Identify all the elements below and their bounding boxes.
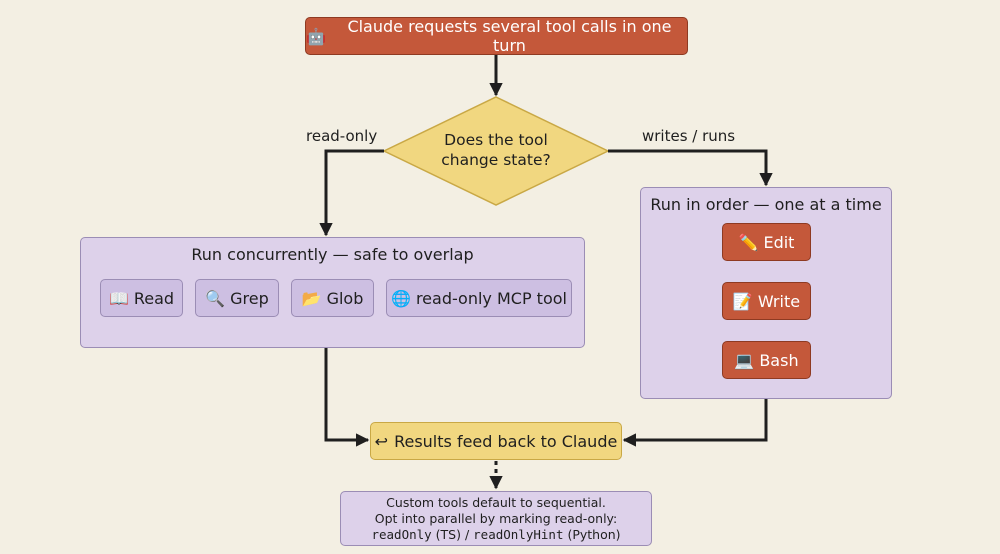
top-node-label: Claude requests several tool calls in on… bbox=[347, 17, 672, 55]
note-line-1: Custom tools default to sequential. bbox=[386, 494, 606, 510]
magnifier-icon: 🔍 bbox=[205, 288, 226, 308]
globe-icon: 🌐 bbox=[391, 288, 411, 308]
note-code-readonlyhint: readOnlyHint bbox=[473, 526, 564, 542]
arrow-concurrent-to-results bbox=[324, 348, 370, 447]
decision-diamond bbox=[382, 96, 610, 206]
note-code-readonly: readOnly bbox=[371, 526, 432, 542]
arrow-sequential-to-results bbox=[622, 399, 768, 447]
arrow-read-only-branch bbox=[319, 149, 384, 237]
decision-line-2: change state? bbox=[441, 151, 551, 169]
note-line-2: Opt into parallel by marking read-only: bbox=[374, 510, 618, 526]
edge-label-read-only: read-only bbox=[306, 127, 378, 145]
step-bash: 💻 Bash bbox=[722, 341, 811, 379]
tool-grep-label: Grep bbox=[230, 288, 269, 308]
arrow-writes-branch bbox=[608, 149, 773, 187]
tool-grep: 🔍 Grep bbox=[195, 279, 279, 317]
top-node: 🤖 Claude requests several tool calls in … bbox=[305, 17, 688, 55]
results-node: ↩ Results feed back to Claude bbox=[370, 422, 622, 460]
step-bash-label: Bash bbox=[759, 350, 799, 370]
step-edit-label: Edit bbox=[763, 232, 795, 252]
pencil-icon: ✏️ bbox=[738, 232, 759, 252]
edge-label-writes-runs: writes / runs bbox=[642, 127, 736, 145]
note-line-3: readOnly (TS) / readOnlyHint (Python) bbox=[371, 527, 620, 543]
memo-icon: 📝 bbox=[732, 291, 753, 311]
folder-icon: 📂 bbox=[301, 288, 322, 308]
return-arrow-icon: ↩ bbox=[374, 431, 389, 451]
step-write-label: Write bbox=[757, 291, 801, 311]
tool-glob: 📂 Glob bbox=[291, 279, 374, 317]
robot-icon: 🤖 bbox=[306, 26, 326, 46]
tool-mcp-label: read-only MCP tool bbox=[415, 288, 567, 308]
step-write: 📝 Write bbox=[722, 282, 811, 320]
results-label: Results feed back to Claude bbox=[394, 431, 618, 451]
laptop-icon: 💻 bbox=[734, 350, 755, 370]
tool-read-label: Read bbox=[133, 288, 175, 308]
tool-read-only-mcp: 🌐 read-only MCP tool bbox=[386, 279, 572, 317]
concurrent-panel-title: Run concurrently — safe to overlap bbox=[191, 245, 474, 264]
decision-label: Does the tool change state? bbox=[420, 130, 572, 170]
book-icon: 📖 bbox=[108, 288, 129, 308]
sequential-panel-title: Run in order — one at a time bbox=[650, 195, 882, 214]
note-text-python: (Python) bbox=[563, 526, 621, 542]
note-box: Custom tools default to sequential. Opt … bbox=[340, 491, 652, 546]
note-text-ts: (TS) / bbox=[431, 526, 474, 542]
step-edit: ✏️ Edit bbox=[722, 223, 811, 261]
tool-glob-label: Glob bbox=[326, 288, 364, 308]
tool-read: 📖 Read bbox=[100, 279, 183, 317]
decision-line-1: Does the tool bbox=[444, 131, 548, 149]
